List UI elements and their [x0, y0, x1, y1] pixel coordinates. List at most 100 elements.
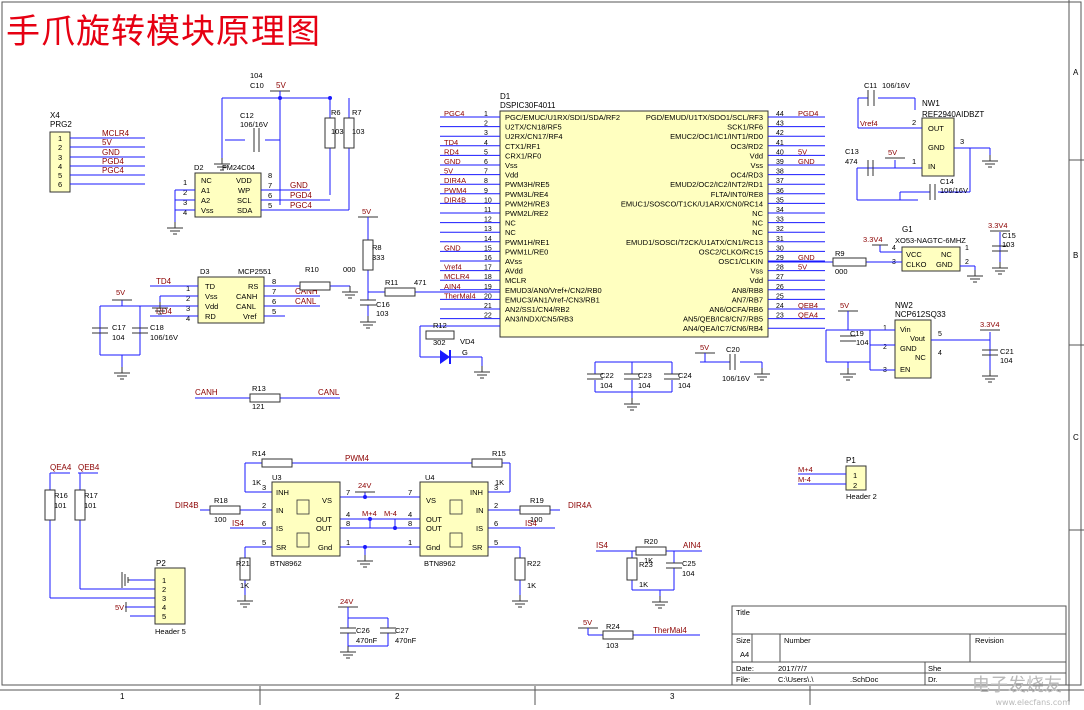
u3-part: BTN8962: [270, 559, 302, 568]
revision-label: Revision: [975, 636, 1004, 645]
d3-pinnum: 7: [272, 287, 276, 296]
d1-pin-number: 10: [484, 197, 492, 204]
d1-net-label: GND: [798, 253, 815, 262]
c15-val: 103: [1002, 240, 1015, 249]
qea-net: QEA4: [50, 463, 72, 472]
d3-pin: Vss: [205, 292, 218, 301]
d3-pin: TD: [205, 282, 216, 291]
u4-ref: U4: [425, 473, 435, 482]
d1-pin-label: OC4/RD3: [730, 171, 763, 180]
d1-pin-number: 37: [776, 178, 784, 185]
u3-pinnum: 5: [262, 538, 266, 547]
c26-ref: C26: [356, 626, 370, 635]
c10-val: 104: [250, 71, 263, 80]
d3-5v: 5V: [116, 288, 125, 297]
d2-pin: WP: [238, 186, 250, 195]
size-value: A4: [740, 650, 749, 659]
d1-pin-number: 20: [484, 293, 492, 300]
x4-connector: X4 PRG2 1 2 3 4 5 6 MCLR4 5V GND PGD4 PG…: [49, 111, 145, 193]
d1-pin-label: FLTA/INT0/RE8: [711, 190, 763, 199]
u4-pinnum: 1: [408, 538, 412, 547]
u3-pin: VS: [322, 496, 332, 505]
d1-net-label: 5V: [798, 147, 807, 156]
nw1-pinnum: 2: [912, 118, 916, 127]
u4-body: [419, 481, 489, 557]
d1-net-label: RD4: [444, 147, 459, 156]
d1-pin-label: Vdd: [505, 171, 518, 180]
g1-pin: CLKO: [906, 260, 927, 269]
d1-pin-number: 40: [776, 149, 784, 156]
nw2-ref: NW2: [895, 301, 913, 310]
d1-pin-label: Vdd: [750, 276, 763, 285]
d1-pin-label: SCK1/RF6: [727, 123, 763, 132]
d1-net-label: PWM4: [444, 186, 467, 195]
r12-val: 302: [433, 338, 446, 347]
r16-val: 101: [54, 501, 67, 510]
d3-part: MCP2551: [238, 267, 271, 276]
r21-ref: R21: [236, 559, 250, 568]
r11-val: 471: [414, 278, 427, 287]
d3-pinnum: 4: [186, 314, 190, 323]
d2-pin: NC: [201, 176, 212, 185]
d1-pin-number: 30: [776, 245, 784, 252]
d1-pin-label: AN6/OCFA/RB6: [709, 305, 763, 314]
encoder-header: QEA4 QEB4 R16 101 R17 101 P2 Header 5 1 …: [44, 463, 186, 636]
p1-pin: 2: [853, 481, 857, 490]
page-title: 手爪旋转模块原理图: [6, 12, 321, 52]
d1-pin-number: 7: [484, 169, 488, 176]
d1-net-label: TD4: [444, 138, 458, 147]
watermark-url: www.elecfans.com: [995, 698, 1071, 707]
d2-part: FM24C04: [222, 163, 255, 172]
d2-net: PGD4: [290, 191, 312, 200]
u4-pin: OUT: [426, 524, 442, 533]
r6-ref: R6: [331, 108, 341, 117]
c14-ref: C14: [940, 177, 954, 186]
d1-pin-number: 41: [776, 140, 784, 147]
d1-pin-number: 2: [484, 121, 488, 128]
c22-val: 104: [600, 381, 613, 390]
eeprom-power-block: 104 C10 5V C12 106/16V R6 103 R7 103: [213, 71, 365, 210]
c16-ref: C16: [376, 300, 390, 309]
d1-pin-label: NC: [505, 219, 516, 228]
c12-ref: C12: [240, 111, 254, 120]
d2-pin: SDA: [237, 206, 252, 215]
d1-pin-label: PWM1L/RE0: [505, 247, 548, 256]
sheet-label: She: [928, 664, 941, 673]
c19-ref: C19: [850, 329, 864, 338]
d1-net-label: MCLR4: [444, 272, 469, 281]
u4-pin: OUT: [426, 515, 442, 524]
u3-pin: IN: [276, 506, 284, 515]
nw2-pin: NC: [915, 353, 926, 362]
d1-pin-label: OSC2/CLKO/RC15: [699, 247, 763, 256]
d1-pin-number: 22: [484, 313, 492, 320]
d1-pin-label: PGC/EMUC/U1RX/SDI1/SDA/RF2: [505, 113, 620, 122]
d1-pin-number: 12: [484, 217, 492, 224]
c14-val: 106/16V: [940, 186, 968, 195]
d1-pin-number: 13: [484, 226, 492, 233]
u4-pin: Gnd: [426, 543, 440, 552]
d1-pin-label: NC: [752, 228, 763, 237]
row-label-c: C: [1073, 433, 1079, 442]
nw2-regulator: NW2 NCP612SQ33 Vin GND EN Vout NC 1 2 3 …: [825, 301, 1014, 383]
d1-pin-label: U2RX/CN17/RF4: [505, 132, 563, 141]
d1-pin-number: 16: [484, 255, 492, 262]
d2-pinnum: 3: [183, 198, 187, 207]
d3-pin: Vdd: [205, 302, 218, 311]
c16-val: 103: [376, 309, 389, 318]
nw2-pin: Vout: [910, 334, 926, 343]
d2-pinnum: 7: [268, 181, 272, 190]
d3-net: CANH: [295, 287, 318, 296]
d1-pin-label: AVss: [505, 257, 522, 266]
d1-pin-number: 17: [484, 265, 492, 272]
d1-left-pins: PGC/EMUC/U1RX/SDI1/SDA/RF21PGC4U2TX/CN18…: [440, 109, 620, 324]
d2-net: GND: [290, 181, 308, 190]
d1-pin-number: 36: [776, 188, 784, 195]
c23-ref: C23: [638, 371, 652, 380]
d1-net-label: Vref4: [444, 263, 462, 272]
d1-pin-number: 21: [484, 303, 492, 310]
d1-net-label: GND: [798, 157, 815, 166]
u3-ref: U3: [272, 473, 282, 482]
col-label-3: 3: [670, 692, 675, 701]
